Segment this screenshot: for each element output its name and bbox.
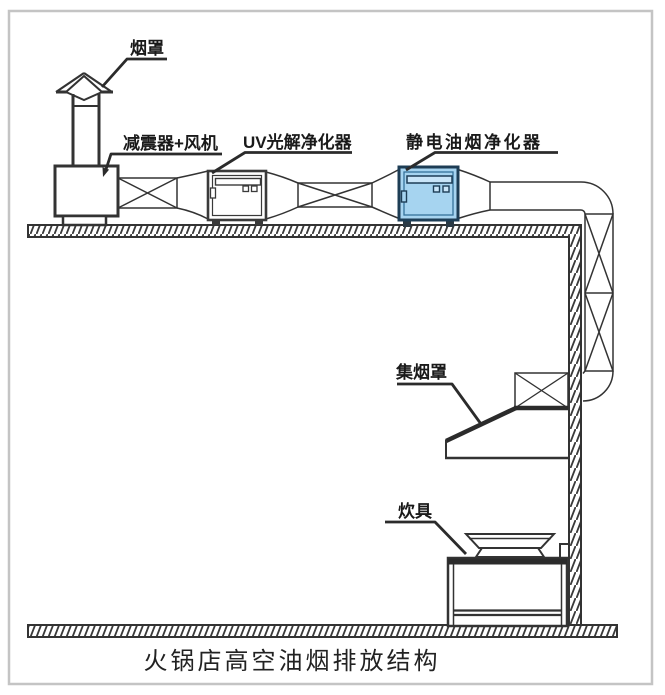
transition-1-bottom: [176, 207, 209, 220]
flex-connector-1-x: [117, 177, 178, 209]
label-text: 炊具: [398, 501, 432, 521]
roof-exhaust-stack: [53, 72, 120, 227]
pot-base: [474, 547, 546, 558]
label-damper-fan: 减震器+风机: [102, 133, 222, 177]
label-text: 静电油烟净化器: [406, 132, 543, 152]
cooking-station: [446, 533, 569, 628]
uv-indicator-2: [250, 185, 258, 193]
duct-elbow-top-outer: [580, 181, 614, 215]
label-cookware: 炊具: [385, 501, 468, 555]
label-uv-purifier: UV光解净化器: [211, 132, 353, 175]
label-text: 烟罩: [130, 38, 164, 58]
collection-hood: [445, 372, 569, 460]
fan-box: [53, 164, 120, 218]
uv-purifier-unit: [206, 169, 268, 225]
leader-line: [104, 152, 222, 172]
transition-3-top: [371, 168, 400, 184]
hood-connector-x: [514, 372, 569, 409]
uv-foot-right: [255, 218, 263, 225]
duct-elbow-bottom: [582, 370, 614, 402]
leader-line: [385, 520, 468, 555]
leader-line: [405, 151, 558, 172]
uv-foot-left: [212, 218, 220, 225]
esp-foot-left: [403, 220, 411, 227]
cap-diamond: [64, 74, 104, 102]
transition-4-bottom: [457, 209, 491, 220]
uv-top-slot: [214, 177, 262, 186]
esp-top-slot: [406, 175, 453, 184]
duct-elbow-top-inner: [580, 209, 586, 215]
leader-line: [211, 151, 352, 175]
duct-x-brace-upper: [584, 213, 614, 294]
label-text: 集烟罩: [395, 362, 447, 382]
fan-base: [61, 214, 108, 227]
leader-arrowhead: [102, 167, 110, 177]
vertical-duct: [582, 213, 614, 402]
pot-bowl: [463, 533, 557, 549]
hood-slope-edge: [445, 405, 517, 444]
duct-x-brace-lower: [584, 292, 614, 372]
building-structure: [27, 224, 618, 638]
flex-connector-2-x: [297, 182, 373, 208]
esp-body: [397, 165, 460, 222]
label-smoke-cap: 烟罩: [100, 38, 167, 88]
transition-3-bottom: [371, 206, 400, 220]
figure-caption: 火锅店高空油烟排放结构: [144, 648, 441, 675]
electrostatic-purifier-unit: [397, 165, 460, 227]
esp-indicator-2: [442, 185, 450, 193]
label-collection-hood: 集烟罩: [395, 362, 483, 425]
counter-wall-step: [559, 543, 569, 558]
uv-indicator-1: [242, 185, 250, 193]
label-esp-purifier: 静电油烟净化器: [405, 132, 558, 172]
leader-line: [100, 57, 167, 88]
transition-2-top: [265, 171, 299, 184]
esp-side-latch: [400, 190, 408, 203]
transition-4-top: [457, 168, 491, 183]
label-text: 减震器+风机: [123, 133, 218, 153]
transition-2-bottom: [265, 206, 299, 220]
label-text: UV光解净化器: [243, 132, 353, 152]
duct-elbow-bottom-inner: [582, 370, 586, 374]
esp-foot-right: [446, 220, 454, 227]
transition-1-top: [176, 170, 209, 179]
esp-indicator-1: [432, 185, 441, 193]
leader-line: [397, 382, 483, 425]
uv-side-latch: [209, 187, 217, 199]
cap-roof-lines: [55, 72, 113, 93]
annotations: 烟罩 减震器+风机 UV光解净化器 静电油烟净化器 集烟罩 炊具: [100, 38, 558, 555]
floor: [27, 624, 618, 638]
figure-frame: [7, 9, 654, 686]
